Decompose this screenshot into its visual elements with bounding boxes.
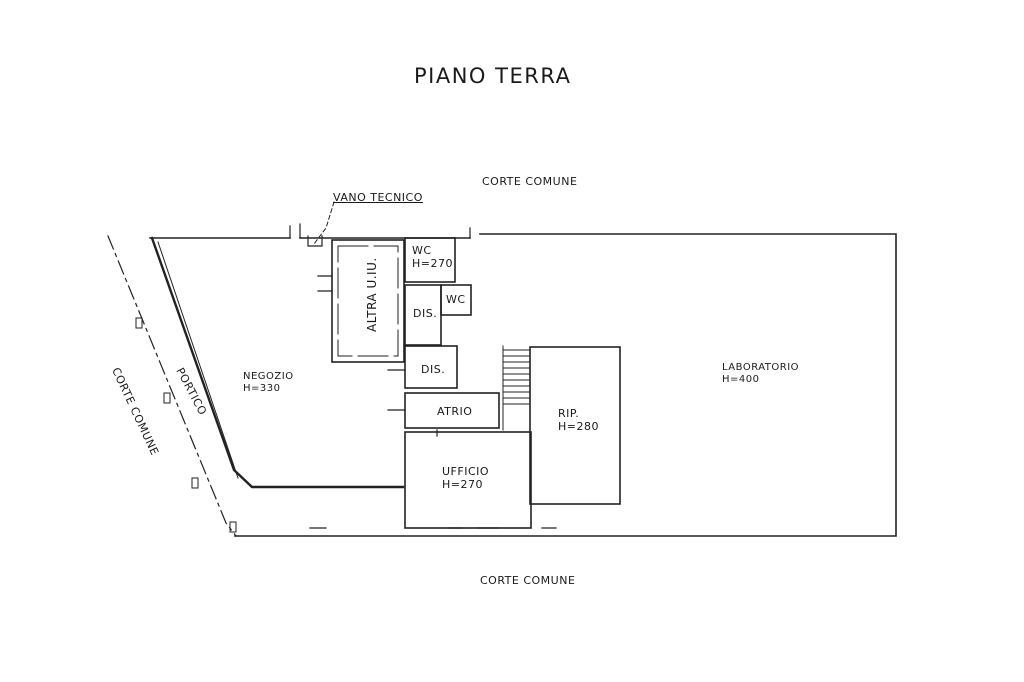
room-laboratorio-name: LABORATORIO xyxy=(722,362,800,373)
room-rip: RIP. H=280 xyxy=(558,407,599,433)
room-rip-name: RIP. xyxy=(558,407,580,420)
room-rip-height: H=280 xyxy=(558,419,599,433)
room-ufficio-name: UFFICIO xyxy=(442,465,490,478)
dis-2-label: DIS. xyxy=(421,363,446,376)
plan-title: PIANO TERRA xyxy=(414,64,572,88)
wc-2-walls xyxy=(440,284,472,316)
room-wc-1: WC H=270 xyxy=(412,244,453,270)
room-wc-1-name: WC xyxy=(412,244,432,257)
room-laboratorio-height: H=400 xyxy=(722,373,760,385)
rip-walls xyxy=(529,346,621,505)
ufficio-walls xyxy=(404,431,532,529)
vano-tecnico-leader xyxy=(313,201,335,245)
portico-outer-dashed xyxy=(107,235,237,537)
altra-uiu-label: ALTRA U.IU. xyxy=(365,257,379,332)
portico-inner-dashed xyxy=(157,241,239,479)
altra-uiu-block xyxy=(331,239,405,363)
corte-comune-bottom-label: CORTE COMUNE xyxy=(480,574,576,587)
door-ticks xyxy=(289,223,557,529)
room-wc-2-name: WC xyxy=(446,293,466,306)
stairs xyxy=(502,345,531,431)
room-negozio-name: NEGOZIO xyxy=(243,371,294,382)
portico-edge xyxy=(150,236,405,489)
room-negozio-height: H=330 xyxy=(243,382,281,394)
vano-tecnico-box xyxy=(307,235,323,247)
altra-uiu-inner xyxy=(337,245,399,357)
room-ufficio: UFFICIO H=270 xyxy=(442,465,490,491)
room-ufficio-height: H=270 xyxy=(442,477,483,491)
corte-comune-top-label: CORTE COMUNE xyxy=(482,175,578,188)
dashed-line-marks xyxy=(135,317,237,533)
room-atrio-name: ATRIO xyxy=(437,405,473,418)
room-negozio: NEGOZIO H=330 xyxy=(243,371,294,394)
vano-tecnico-label: VANO TECNICO xyxy=(333,191,423,204)
room-wc-1-height: H=270 xyxy=(412,256,453,270)
dis-1-label: DIS. xyxy=(413,307,438,320)
wc-1-walls xyxy=(404,237,456,283)
room-laboratorio: LABORATORIO H=400 xyxy=(722,362,799,385)
dis-2-walls xyxy=(404,345,458,389)
